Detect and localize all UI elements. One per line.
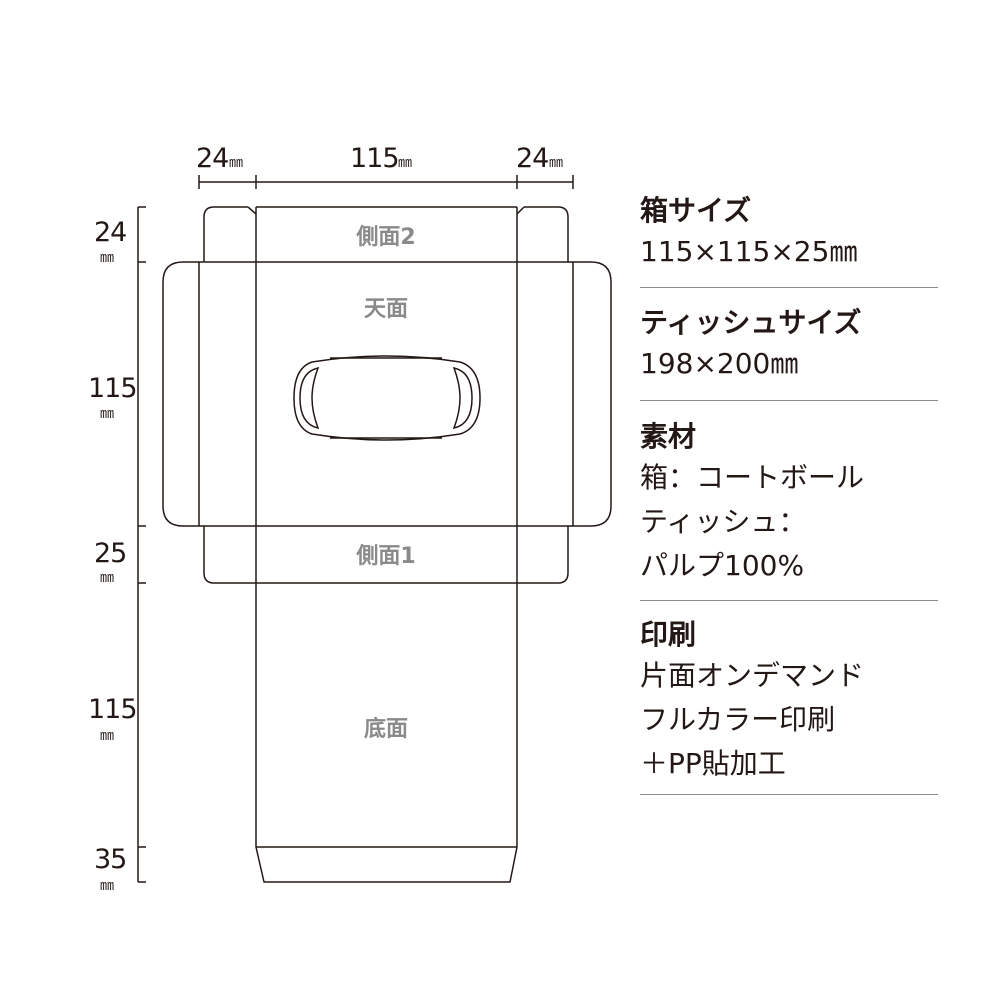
- tissue-opening: [293, 355, 481, 441]
- die-cut-outline: [162, 206, 612, 883]
- dim-left-2-value: 115: [88, 373, 137, 404]
- top-dimension-line: [198, 175, 574, 189]
- side2-left-flap: [203, 206, 248, 262]
- dim-left-3-value: 25: [94, 538, 126, 569]
- dim-top-center-value: 115: [350, 143, 399, 174]
- divider-3: [640, 600, 938, 601]
- dim-left-2-unit: ㎜: [100, 406, 114, 422]
- spec-material-heading: 素材: [640, 420, 697, 453]
- dim-left-3-unit: ㎜: [100, 570, 114, 586]
- dim-top-left-value: 24: [196, 143, 228, 174]
- dim-left-1-value: 24: [94, 217, 126, 248]
- dim-top-left-unit: ㎜: [229, 155, 243, 171]
- divider-4: [640, 794, 938, 795]
- spec-printing-line-1: 片面オンデマンド: [640, 659, 865, 692]
- spec-material: 素材 箱：コートボール ティッシュ： パルプ100%: [640, 418, 940, 588]
- panel-label-top: 天面: [364, 297, 408, 322]
- right-side-flap: [573, 261, 612, 527]
- spec-material-line-1: 箱：コートボール: [640, 461, 865, 494]
- panel-label-side1: 側面1: [355, 544, 415, 569]
- side2-right-flap: [524, 206, 569, 262]
- spec-box-size-value: 115×115×25㎜: [640, 235, 858, 268]
- spec-material-line-3: パルプ100%: [640, 549, 805, 582]
- spec-tissue-size: ティッシュサイズ 198×200㎜: [640, 304, 940, 386]
- side1-left-flap: [203, 526, 248, 584]
- bottom-tuck-flap: [255, 846, 518, 883]
- panel-label-side2: 側面2: [355, 225, 415, 250]
- left-dimension-line: [137, 206, 146, 883]
- panel-label-bottom: 底面: [364, 716, 408, 742]
- dim-top-right-value: 24: [516, 143, 548, 174]
- divider-2: [640, 400, 938, 401]
- dim-top-center-unit: ㎜: [398, 155, 412, 171]
- spec-box-size: 箱サイズ 115×115×25㎜: [640, 192, 940, 274]
- spec-material-line-2: ティッシュ：: [640, 505, 807, 538]
- dim-left-5-value: 35: [94, 844, 126, 875]
- spec-printing-line-3: ＋PP貼加工: [640, 747, 786, 780]
- side1-right-flap: [524, 526, 569, 584]
- spec-printing-heading: 印刷: [640, 618, 697, 651]
- spec-printing: 印刷 片面オンデマンド フルカラー印刷 ＋PP貼加工: [640, 616, 940, 786]
- dim-left-5-unit: ㎜: [100, 878, 114, 894]
- spec-printing-line-2: フルカラー印刷: [640, 703, 836, 736]
- left-side-flap: [162, 261, 199, 527]
- dim-top-right-unit: ㎜: [549, 155, 563, 171]
- dim-left-1-unit: ㎜: [100, 250, 114, 266]
- spec-tissue-size-heading: ティッシュサイズ: [640, 306, 862, 339]
- divider-1: [640, 287, 938, 288]
- dim-left-4-unit: ㎜: [100, 728, 114, 744]
- spec-tissue-size-value: 198×200㎜: [640, 347, 799, 380]
- dim-left-4-value: 115: [88, 694, 137, 725]
- spec-box-size-heading: 箱サイズ: [640, 194, 752, 227]
